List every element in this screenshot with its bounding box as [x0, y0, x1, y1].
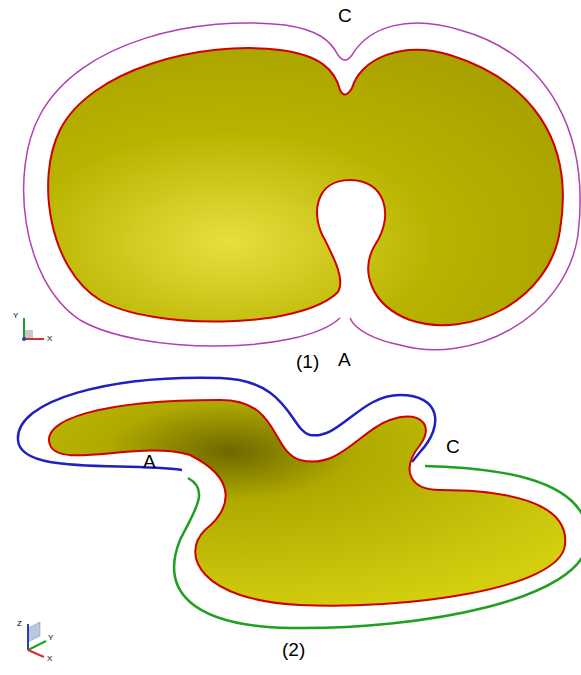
- point-label: A: [338, 350, 351, 369]
- surface: [49, 400, 565, 606]
- axis-icon: [22, 318, 44, 341]
- surface: [48, 48, 563, 325]
- axis-letter: Y: [13, 312, 18, 320]
- axis-letter: Y: [48, 634, 53, 642]
- axis-icon: [28, 622, 46, 657]
- offset-outline: [24, 23, 580, 350]
- point-label: C: [338, 6, 352, 25]
- axis-letter: Z: [17, 620, 22, 628]
- view-number: (2): [282, 640, 305, 659]
- point-label: C: [446, 437, 460, 456]
- view-number: (1): [296, 352, 319, 371]
- axis-letter: X: [47, 335, 52, 343]
- point-label: A: [143, 452, 156, 471]
- axis-letter: X: [47, 655, 52, 663]
